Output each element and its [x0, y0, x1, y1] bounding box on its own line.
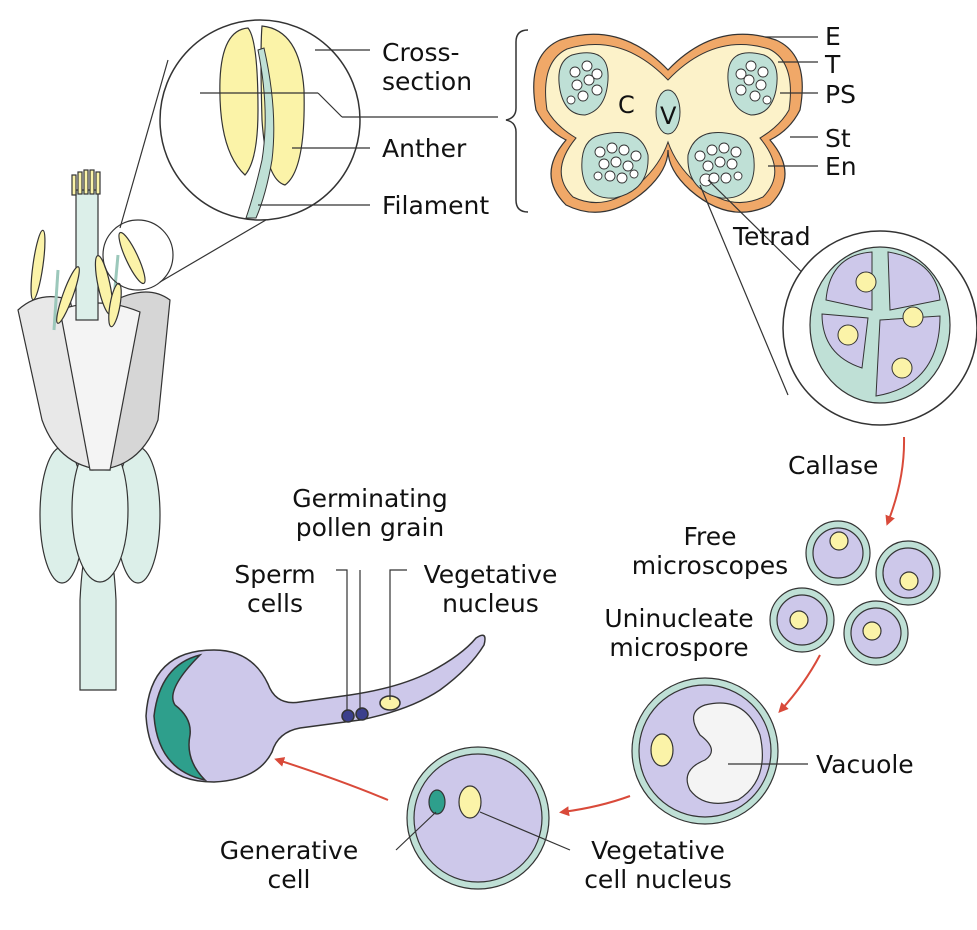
label-ps-pollen-sac: PS — [825, 80, 856, 109]
bicellular-pollen — [395, 746, 571, 890]
label-vegetative-nucleus: Vegetative nucleus — [423, 560, 558, 618]
label-tetrad: Tetrad — [733, 222, 811, 251]
label-st-stomium: St — [825, 124, 851, 153]
label-generative-cell: Generative cell — [219, 836, 359, 894]
cross-section-label-v: V — [660, 102, 677, 130]
leader-lines-anther — [200, 49, 498, 206]
process-arrows — [274, 436, 906, 817]
germinating-pollen — [145, 569, 486, 783]
label-en-endothecium: En — [825, 152, 857, 181]
label-uninucleate-microspore: Uninucleate microspore — [604, 604, 754, 662]
free-microspores — [769, 520, 941, 666]
label-callase: Callase — [788, 451, 879, 480]
cross-section-label-c: C — [618, 91, 635, 119]
label-germinating-pollen-grain: Germinating pollen grain — [292, 484, 448, 542]
label-vacuole: Vacuole — [816, 750, 914, 779]
label-anther: Anther — [382, 134, 467, 163]
label-filament: Filament — [382, 191, 490, 220]
flower-illustration — [17, 169, 171, 691]
label-vegetative-cell-nucleus: Vegetative cell nucleus — [584, 836, 732, 894]
label-e-epidermis: E — [825, 22, 841, 51]
label-sperm-cells: Sperm cells — [234, 560, 316, 618]
label-cross-section: Cross- section — [382, 38, 473, 96]
magnified-anther — [159, 19, 361, 221]
uninucleate-microspore — [631, 677, 808, 825]
label-t-tapetum: T — [825, 50, 841, 79]
tetrad-illustration — [782, 230, 977, 426]
anther-cross-section: C V — [533, 33, 803, 213]
brace — [505, 29, 529, 213]
label-free-microscopes: Free microscopes — [631, 522, 789, 580]
